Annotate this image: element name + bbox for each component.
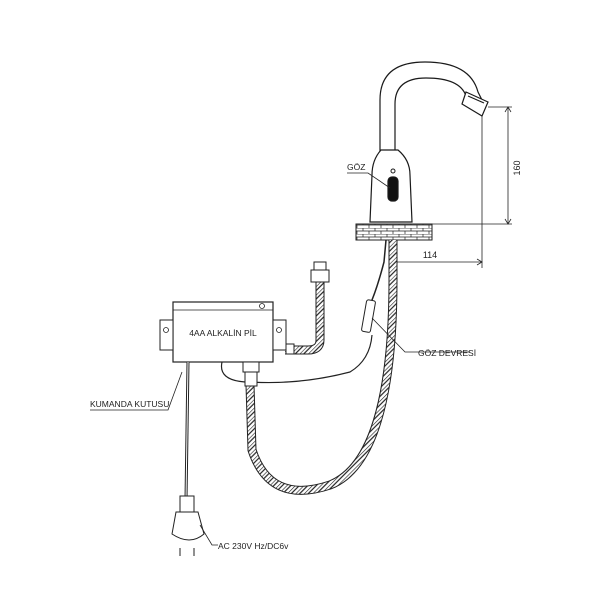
sensor-window-icon [387, 176, 399, 202]
sensor-connector [361, 299, 376, 333]
kumanda-kutusu-label: KUMANDA KUTUSU [90, 399, 169, 409]
dimension-reach-label: 114 [423, 250, 437, 260]
faucet-body [369, 61, 489, 223]
dimension-height [432, 106, 512, 225]
battery-label: 4AA ALKALİN PİL [189, 328, 257, 338]
power-label: AC 230V Hz/DC6v [218, 541, 289, 551]
power-plug-icon [171, 495, 205, 556]
goz-label: GÖZ [347, 162, 365, 172]
inlet-nut-icon [313, 261, 327, 271]
countertop [355, 223, 433, 241]
goz-devresi-label: GÖZ DEVRESİ [418, 348, 476, 358]
dimension-height-label: 160 [512, 160, 522, 175]
